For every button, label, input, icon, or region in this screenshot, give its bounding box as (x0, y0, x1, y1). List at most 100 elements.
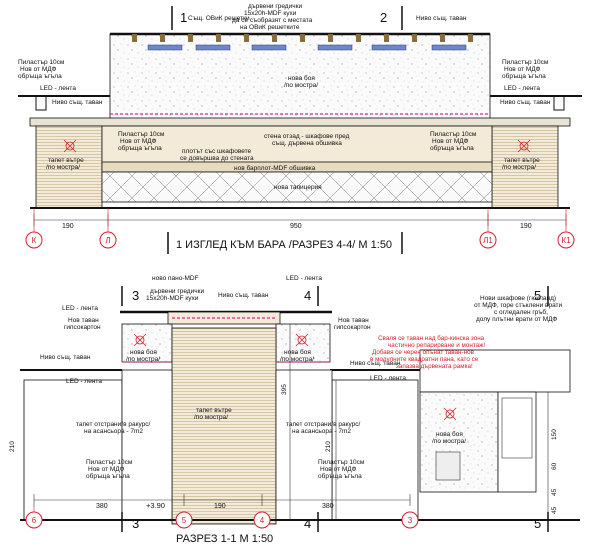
label-wallpaper: /по мостра/ (502, 164, 536, 171)
note-line: Сваля се таван над бар-кинска зона (378, 334, 485, 342)
label-ceiling: Ниво същ. таван (500, 99, 551, 106)
rdim-label: 60 (551, 462, 558, 470)
ceiling-band (29, 117, 571, 127)
label-wallpaper-side: тапет отстрани/в ракурс/ (286, 421, 361, 428)
label-pilaster: Пиластър 10см (86, 459, 133, 466)
note-line: запазва дървената рамка! (396, 363, 473, 370)
axis-k1: К1 (561, 236, 571, 245)
label-paint: нова боя (284, 348, 311, 356)
label-pilaster: обръща ъгъла (318, 472, 362, 480)
axis-markers-bottom: 6 5 4 3 (25, 506, 419, 529)
label-paint: /по мостра/ (126, 356, 160, 363)
section-mark-5-bottom: 5 (534, 516, 541, 531)
dim-label: 380 (322, 503, 334, 510)
label-wallpaper: /по мостра/ (46, 164, 80, 171)
label-wood-beams: 15x20h-MDF кухи (244, 10, 297, 17)
axis-l: Л (105, 236, 110, 245)
axis-6: 6 (32, 516, 37, 525)
dim-label: 190 (520, 223, 532, 230)
section-mark-3: 3 (132, 288, 139, 303)
label-led: LED - лента (504, 85, 540, 92)
lower-wall-left (23, 379, 123, 521)
rdim-label: 45 (551, 488, 558, 496)
label-pilaster: обръща ъгъла (118, 144, 162, 152)
axis-5: 5 (182, 516, 187, 525)
axis-k: К (32, 236, 37, 245)
wallpaper-left-panel (35, 125, 103, 209)
section-mark-5: 5 (534, 288, 541, 303)
label-pilaster: Нов от МДФ (432, 138, 468, 145)
label-wall-note: стена отзад - шкафове пред (264, 133, 350, 140)
axis-4: 4 (260, 516, 265, 525)
label-wood-beams: дървени гредички (248, 3, 302, 10)
label-ceiling: Ниво същ. таван (350, 360, 401, 367)
label-wallpaper: /по мостра/ (194, 414, 228, 421)
label-wood-beams: да се съобразят с местата (232, 16, 313, 24)
label-paint: нова боя (436, 430, 463, 438)
label-pilaster: Нов от МДФ (20, 66, 56, 73)
label-wood-beams: 15x20h-MDF кухи (146, 295, 199, 302)
label-new-ceiling: гипсокартон (64, 324, 101, 331)
vdim-label: 210 (9, 441, 16, 452)
label-wallpaper-side: на асансьора - 7m2 (84, 428, 143, 435)
label-wallpaper: тапет вътре (48, 157, 84, 164)
label-led: LED - лента (66, 378, 102, 385)
label-cabinet-note: плотът със шкафовете (182, 148, 252, 155)
label-pilaster: Пиластър 10см (318, 459, 365, 466)
upholstery-panel (101, 171, 493, 203)
label-new-paint: нова боя (288, 74, 315, 82)
label-wardrobe: от МДФ, горе стъклени врати (474, 302, 563, 309)
label-pilaster: Нов от МДФ (88, 466, 124, 473)
wallpaper-right-panel (491, 125, 559, 209)
top-elevation: 1 2 (18, 3, 582, 254)
lamp-icon (63, 139, 77, 153)
label-wall-note: същ. дървена обшивка (272, 139, 342, 147)
label-new-ceiling: Нов таван (338, 317, 369, 324)
label-pilaster: обръща ъгъла (430, 144, 474, 152)
label-upholstery: нова тапицерия (274, 184, 322, 191)
lamp-icon (517, 139, 531, 153)
label-pilaster: обръща ъгъла (86, 472, 130, 480)
bottom-view-title: РАЗРЕЗ 1-1 М 1:50 (176, 533, 273, 545)
section-mark-2: 2 (380, 10, 387, 25)
label-pilaster: обръща ъгъла (502, 72, 546, 80)
label-pilaster: Пиластър 10см (118, 131, 165, 138)
wallpaper-center-panel (171, 327, 277, 525)
stone-wall-right (275, 323, 331, 363)
label-cabinet-note: се довършва до стената (180, 155, 254, 162)
label-pilaster: Нов от МДФ (120, 138, 156, 145)
hvac-grilles (147, 44, 467, 51)
dim-label: 190 (214, 503, 226, 510)
label-hvac-grilles: Същ. ОВиК решетки (188, 15, 250, 22)
axis-l1: Л1 (483, 236, 493, 245)
label-pilaster: Пиластър 10см (18, 59, 65, 66)
label-new-ceiling: гипсокартон (334, 324, 371, 331)
label-ceiling: Ниво същ. таван (40, 354, 91, 361)
label-wood-beams: на ОВиК решетките (240, 24, 300, 31)
dim-label: 950 (290, 223, 302, 230)
vertical-dims: 210 395 210 150 60 45 45 (9, 324, 558, 520)
label-wallpaper-side: тапет отстрани/в ракурс/ (76, 421, 151, 428)
axis-markers-top: К Л Л1 К1 (25, 208, 575, 249)
label-wallpaper: тапет вътре (196, 407, 232, 414)
label-pilaster: Пиластър 10см (430, 131, 477, 138)
label-new-paint: /по мостра/ (284, 82, 318, 89)
note-line: частично репарирване и монтаж! (388, 342, 485, 349)
label-new-ceiling: Нов таван (68, 317, 99, 324)
pilaster-top-left (35, 95, 47, 111)
label-existing-ceiling: Ниво същ. таван (218, 292, 269, 299)
lamp-icon (443, 407, 457, 421)
top-view-title: 1 ИЗГЛЕД КЪМ БАРА /РАЗРЕЗ 4-4/ М 1:50 (176, 239, 392, 251)
section-mark-4: 4 (304, 288, 311, 303)
elevation-label: +3.90 (146, 501, 165, 510)
label-led: LED - лента (40, 85, 76, 92)
label-pilaster: Нов от МДФ (320, 466, 356, 473)
dimension-line-top: 190 950 190 (33, 214, 567, 230)
vdim-label: 395 (281, 384, 288, 395)
pilaster-top-right (553, 95, 565, 111)
lamp-icon (295, 333, 309, 347)
dim-label: 190 (62, 223, 74, 230)
axis-3: 3 (408, 516, 413, 525)
label-wardrobe: Нови шкафове (гюкланд) (480, 295, 556, 302)
